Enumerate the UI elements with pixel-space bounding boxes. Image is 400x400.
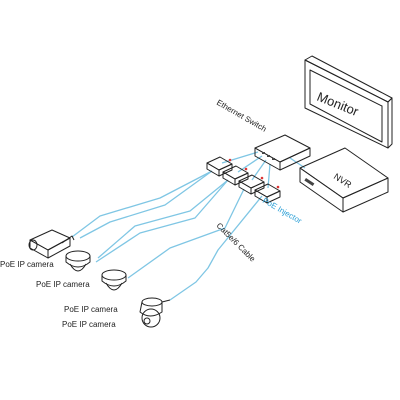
monitor: Monitor [304, 55, 393, 149]
ptz-camera-icon [139, 297, 171, 328]
switch-port-icon [262, 152, 265, 154]
cable-camera-2b [95, 179, 229, 263]
bullet-camera-icon [28, 229, 75, 259]
injector-2 [222, 165, 249, 186]
injector-3 [238, 174, 265, 195]
switch-label: Ethernet Switch [215, 98, 268, 134]
cable-switch-3 [251, 159, 267, 181]
cable-camera-3 [127, 188, 245, 279]
dome-camera-icon [101, 269, 127, 291]
led-icon [276, 185, 280, 189]
switch-port-icon [267, 155, 270, 157]
cables [71, 151, 306, 301]
dome-camera-icon [65, 250, 91, 272]
injector-label: PoE Injector [261, 196, 304, 226]
nvr: NVR [299, 147, 389, 213]
led-icon [228, 158, 232, 162]
cable-camera-1 [71, 170, 213, 238]
nvr-slot-icon [304, 178, 315, 186]
cable-camera-4 [169, 195, 263, 301]
poe-injectors: PoE Injector [206, 156, 304, 226]
cable-switch-nvr [289, 157, 306, 169]
monitor-label: Monitor [315, 89, 361, 119]
camera-label-4: PoE IP camera [62, 320, 116, 329]
cable-camera-2 [97, 179, 229, 259]
injector-1 [206, 156, 233, 177]
cable-camera-1b [79, 170, 213, 239]
nvr-label: NVR [332, 171, 354, 190]
camera-label-2: PoE IP camera [36, 280, 90, 289]
camera-label-1: PoE IP camera [0, 260, 54, 269]
injector-4 [254, 183, 281, 204]
led-icon [260, 176, 264, 180]
led-icon [244, 167, 248, 171]
switch-port-icon [272, 158, 275, 160]
camera-label-3: PoE IP camera [64, 305, 118, 314]
